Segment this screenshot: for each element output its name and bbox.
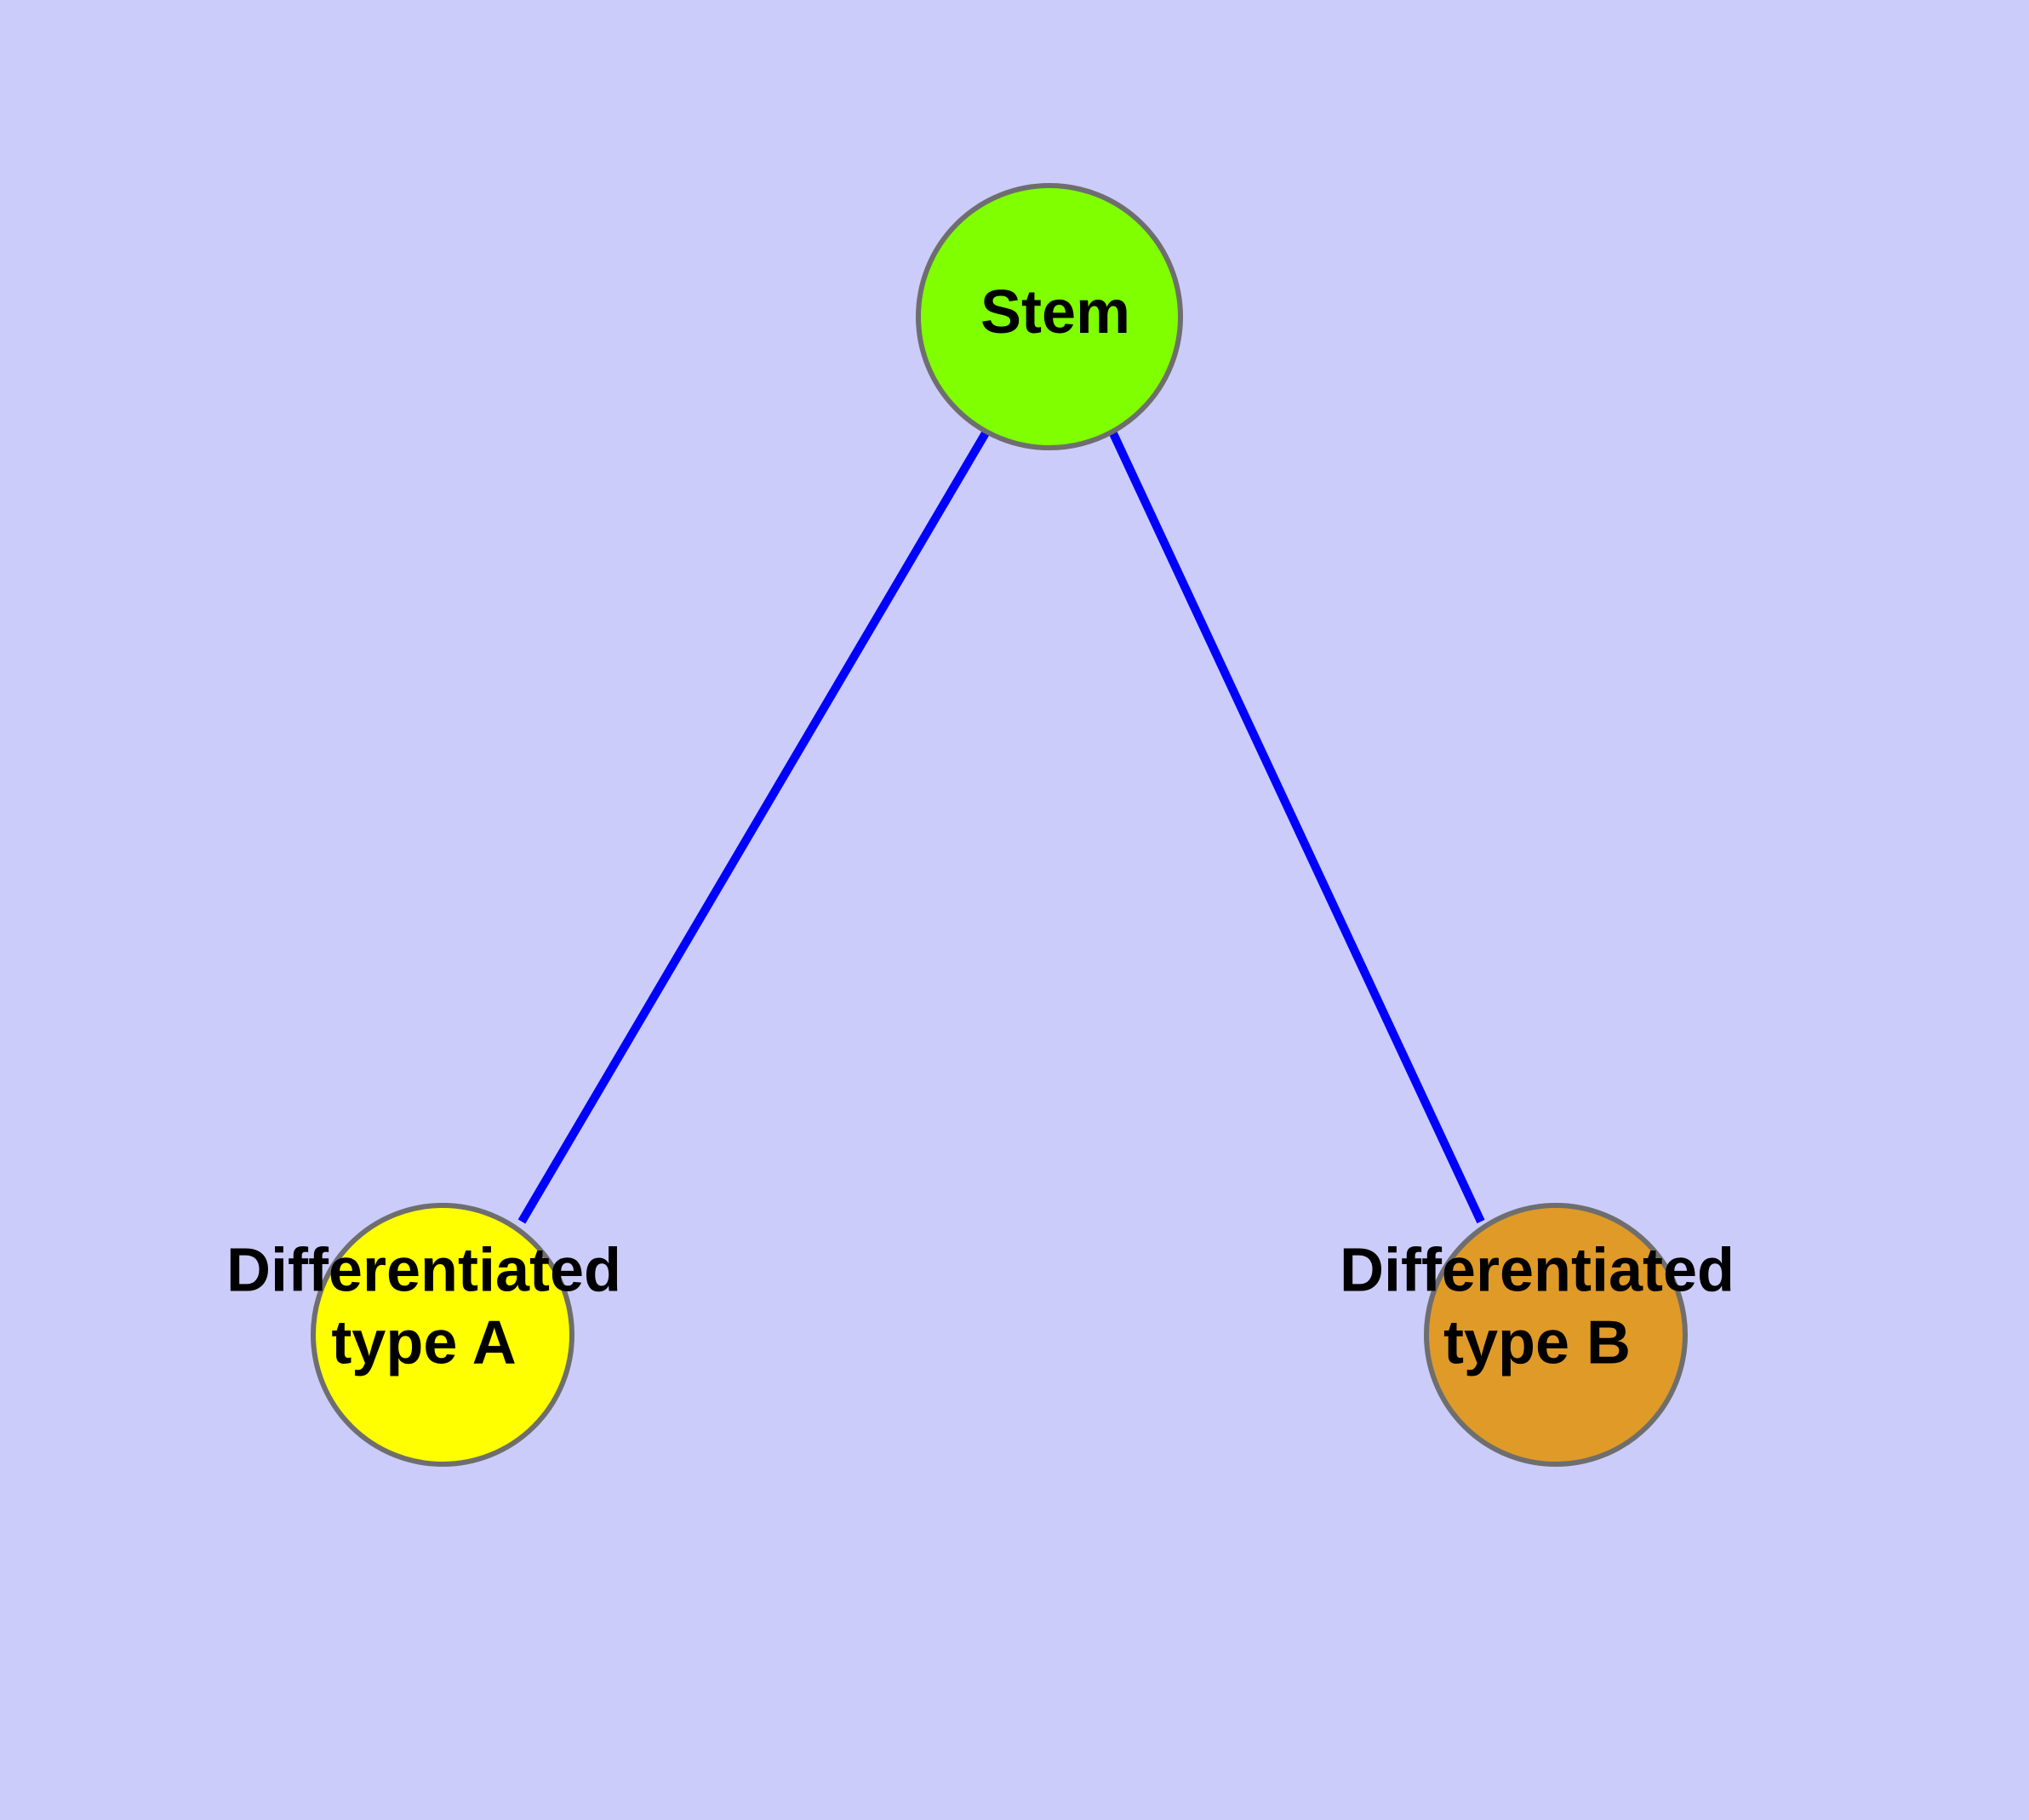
node-layer	[311, 183, 1688, 1467]
node-stem-label: Stem	[980, 278, 1130, 346]
node-stem[interactable]	[916, 183, 1183, 450]
edge-stem-to-diff-a[interactable]	[517, 429, 991, 1224]
node-diff-a[interactable]	[311, 1203, 574, 1467]
label-line: Stem	[980, 278, 1130, 346]
edge-layer	[517, 429, 1485, 1224]
node-diff-b-circle[interactable]	[1424, 1203, 1688, 1467]
node-diff-b[interactable]	[1424, 1203, 1688, 1467]
node-diff-a-circle[interactable]	[311, 1203, 574, 1467]
edge-stem-to-diff-b[interactable]	[1108, 429, 1485, 1224]
node-stem-circle[interactable]	[916, 183, 1183, 450]
label-line: Differentiated	[226, 1237, 621, 1305]
label-line: type B	[1443, 1308, 1631, 1376]
label-line: Differentiated	[1340, 1237, 1735, 1305]
label-line: type A	[331, 1308, 516, 1376]
